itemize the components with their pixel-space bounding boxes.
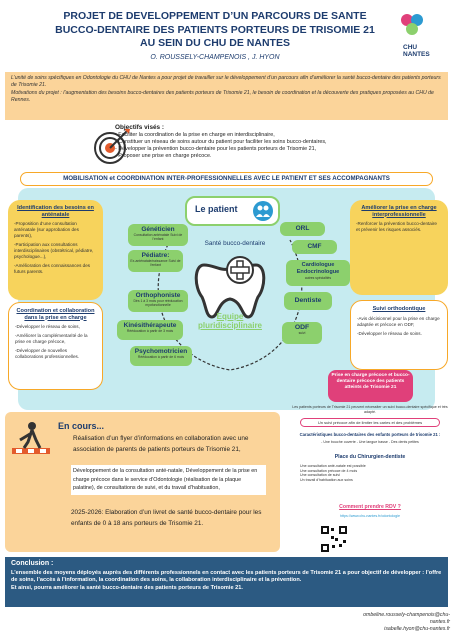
- orthodontic-item: -Développer le réseau de soins.: [357, 330, 422, 336]
- cardiologue-label: Cardiologue: [301, 262, 335, 268]
- interprofessional-item: -Renforcer la prévention bucco-dentaire …: [356, 221, 437, 233]
- roadwork-icon: [12, 422, 50, 454]
- equipe-line-2: pluridisciplinaire: [197, 321, 262, 330]
- conclusion-title: Conclusion :: [11, 560, 54, 567]
- encours-item-3: 2025-2026: Elaboration d’un livret de sa…: [71, 509, 262, 527]
- flyer-bullet: Une consultation anté-natale est possibl…: [300, 464, 366, 468]
- conclusion-text-2: Et ainsi, pourra améliorer la santé bucc…: [11, 584, 243, 591]
- objective-item: - Faciliter la coordination de la prise …: [115, 132, 275, 138]
- antenatal-item: -Participation aux consultations interdi…: [14, 242, 94, 260]
- specialites-sub: autres spécialités: [304, 276, 332, 280]
- logo-chu: CHU: [403, 44, 418, 51]
- node-orthophoniste: Orthophoniste Dès 1 à 3 mois pour rééduc…: [128, 290, 188, 312]
- mobilisation-banner: MOBILISATION et COORDINATION INTER-PROFE…: [20, 172, 433, 186]
- antenatal-heading: Identification des besoins en anténatale: [17, 205, 94, 218]
- node-patient: Le patient: [185, 196, 280, 226]
- target-icon: [94, 129, 130, 164]
- encours-item-2: Développement de la consultation anté-na…: [71, 465, 266, 495]
- psychomotricien-sub: Rééducation à partir de 6 mois: [137, 355, 185, 359]
- intro-section: L’unité de soins spécifiques en Odontolo…: [5, 72, 448, 120]
- orthodontic-item: -Avis décisionnel pour la prise en charg…: [357, 315, 440, 327]
- coordination-item: -Améliorer la complémentarité de la pris…: [15, 333, 88, 345]
- flyer-line-3: - Une bouche ouverte - Une langue basse …: [321, 440, 419, 444]
- kine-sub: Rééducation à partir de 3 mois: [126, 329, 174, 333]
- interprofessional-box: Améliorer la prise en charge interprofes…: [350, 200, 448, 295]
- odf-label: ODF: [294, 324, 310, 331]
- interprofessional-heading: Améliorer la prise en charge interprofes…: [361, 205, 437, 218]
- objectives-title: Objectifs visés :: [115, 124, 165, 131]
- conclusion-text-1: L’ensemble des moyens déployés auprès de…: [11, 569, 442, 584]
- authors: O. ROUSSELY-CHAMPENOIS , J. HYON: [150, 54, 280, 61]
- flyer-bullet: Un travail d’habituation aux soins: [300, 477, 353, 482]
- orthophoniste-label: Orthophoniste: [135, 292, 181, 299]
- flyer-pink-title: Prise en charge précoce et bucco-dentair…: [328, 370, 413, 402]
- email-2[interactable]: isabelle.hyon@chu-nantes.fr: [384, 626, 450, 632]
- qr-code-icon[interactable]: [320, 525, 348, 553]
- flyer-bullet: Une consultation de suivi: [300, 473, 340, 478]
- page-title: PROJET DE DEVELOPPEMENT D’UN PARCOURS DE…: [50, 10, 380, 51]
- coordination-item: -Développer de nouvelles collaborations …: [15, 348, 80, 360]
- node-cardiologue: Cardiologue Endocrinologue autres spécia…: [286, 260, 350, 286]
- flyer-line-1: Les patients porteurs de Trisomie 21 peu…: [292, 405, 448, 414]
- title-line-1: PROJET DE DEVELOPPEMENT D’UN PARCOURS DE…: [63, 10, 367, 22]
- title-line-2: BUCCO-DENTAIRE DES PATIENTS PORTEURS DE …: [55, 23, 375, 36]
- coordination-heading: Coordination et collaboration dans la pr…: [16, 308, 95, 321]
- geneticien-sub: Consultation anténatale Suivi de l’enfan…: [133, 233, 183, 241]
- coordination-item: -Développer le réseau de soins,: [15, 324, 80, 330]
- node-odf: ODF suivi: [282, 322, 322, 344]
- flyer-bullets: Une consultation anté-natale est possibl…: [300, 464, 440, 482]
- coordination-box: Coordination et collaboration dans la pr…: [8, 302, 103, 390]
- flyer-line-2: Un suivi précoce afin de limiter les car…: [300, 418, 440, 427]
- antenatal-item: -Proposition d’une consultation anténata…: [14, 221, 79, 239]
- orthodontic-heading: Suivi orthodontique: [372, 306, 426, 312]
- intro-paragraph-1: L’unité de soins spécifiques en Odontolo…: [11, 75, 441, 89]
- orthophoniste-sub: Dès 1 à 3 mois pour rééducation myofonct…: [133, 299, 183, 307]
- contact-emails: ombeline.roussely-champenois@chu-nantes.…: [345, 612, 450, 633]
- node-pediatre: Pédiatre: Ex-anténatale/naissance Suivi …: [128, 250, 183, 272]
- equipe-label: Equipe pluridisciplinaire: [190, 312, 270, 330]
- node-kinesitherapeute: Kinésithérapeute Rééducation à partir de…: [117, 320, 183, 340]
- node-psychomotricien: Psychomotricien Rééducation à partir de …: [130, 346, 192, 366]
- node-orl: ORL: [280, 222, 325, 236]
- objective-item: - Constituer un réseau de soins autour d…: [115, 139, 327, 145]
- encours-item-1: Réalisation d’un flyer d’informations en…: [73, 435, 249, 453]
- intro-paragraph-2: Motivations du projet : l’augmentation d…: [11, 89, 434, 104]
- kine-label: Kinésithérapeute: [123, 322, 177, 329]
- title-line-3: AU SEIN DU CHU DE NANTES: [140, 37, 290, 49]
- geneticien-label: Généticien: [141, 226, 175, 233]
- flyer-link[interactable]: https://www.chu-nantes.fr/odontologie: [340, 514, 400, 518]
- encours-title: En cours...: [58, 421, 105, 431]
- pediatre-sub: Ex-anténatale/naissance Suivi de l’enfan…: [130, 259, 181, 267]
- psychomotricien-label: Psychomotricien: [134, 348, 188, 355]
- antenatal-item: -Amélioration des connaissances des futu…: [14, 263, 91, 275]
- conclusion-section: Conclusion : L’ensemble des moyens déplo…: [5, 557, 448, 607]
- flyer-head-2: Place du Chirurgien-dentiste: [334, 454, 406, 460]
- odf-sub: suivi: [298, 331, 306, 335]
- medical-cross-icon: [226, 256, 254, 284]
- center-label: Santé bucco-dentaire: [204, 240, 266, 247]
- flyer-head-3: Comment prendre RDV ?: [339, 504, 401, 510]
- chu-logo-icon: [401, 14, 423, 35]
- node-dentiste: Dentiste: [284, 292, 332, 310]
- antenatal-box: Identification des besoins en anténatale…: [8, 200, 103, 300]
- pediatre-label: Pédiatre:: [141, 252, 170, 259]
- equipe-line-1: Equipe: [216, 312, 244, 321]
- chu-logo-text: CHU NANTES: [403, 44, 430, 58]
- endocrinologue-label: Endocrinologue: [296, 269, 340, 275]
- logo-nantes: NANTES: [403, 51, 430, 58]
- email-1[interactable]: ombeline.roussely-champenois@chu-nantes.…: [363, 612, 450, 625]
- orthodontic-box: Suivi orthodontique -Avis décisionnel po…: [350, 300, 448, 370]
- family-icon: [253, 201, 273, 221]
- node-cmf: CMF: [292, 240, 337, 254]
- objective-item: - Développer la prévention bucco-dentair…: [115, 146, 317, 152]
- flyer-head-1: Caractéristiques bucco-dentaires des enf…: [299, 432, 441, 437]
- header: PROJET DE DEVELOPPEMENT D’UN PARCOURS DE…: [0, 0, 453, 70]
- objective-item: - Proposer une prise en charge précoce.: [115, 153, 212, 159]
- objectives: Objectifs visés : - Faciliter la coordin…: [115, 124, 415, 170]
- node-geneticien: Généticien Consultation anténatale Suivi…: [128, 224, 188, 246]
- flyer-bullet: Une consultation précoce de 4 mois: [300, 468, 358, 473]
- patient-label: Le patient: [195, 204, 238, 214]
